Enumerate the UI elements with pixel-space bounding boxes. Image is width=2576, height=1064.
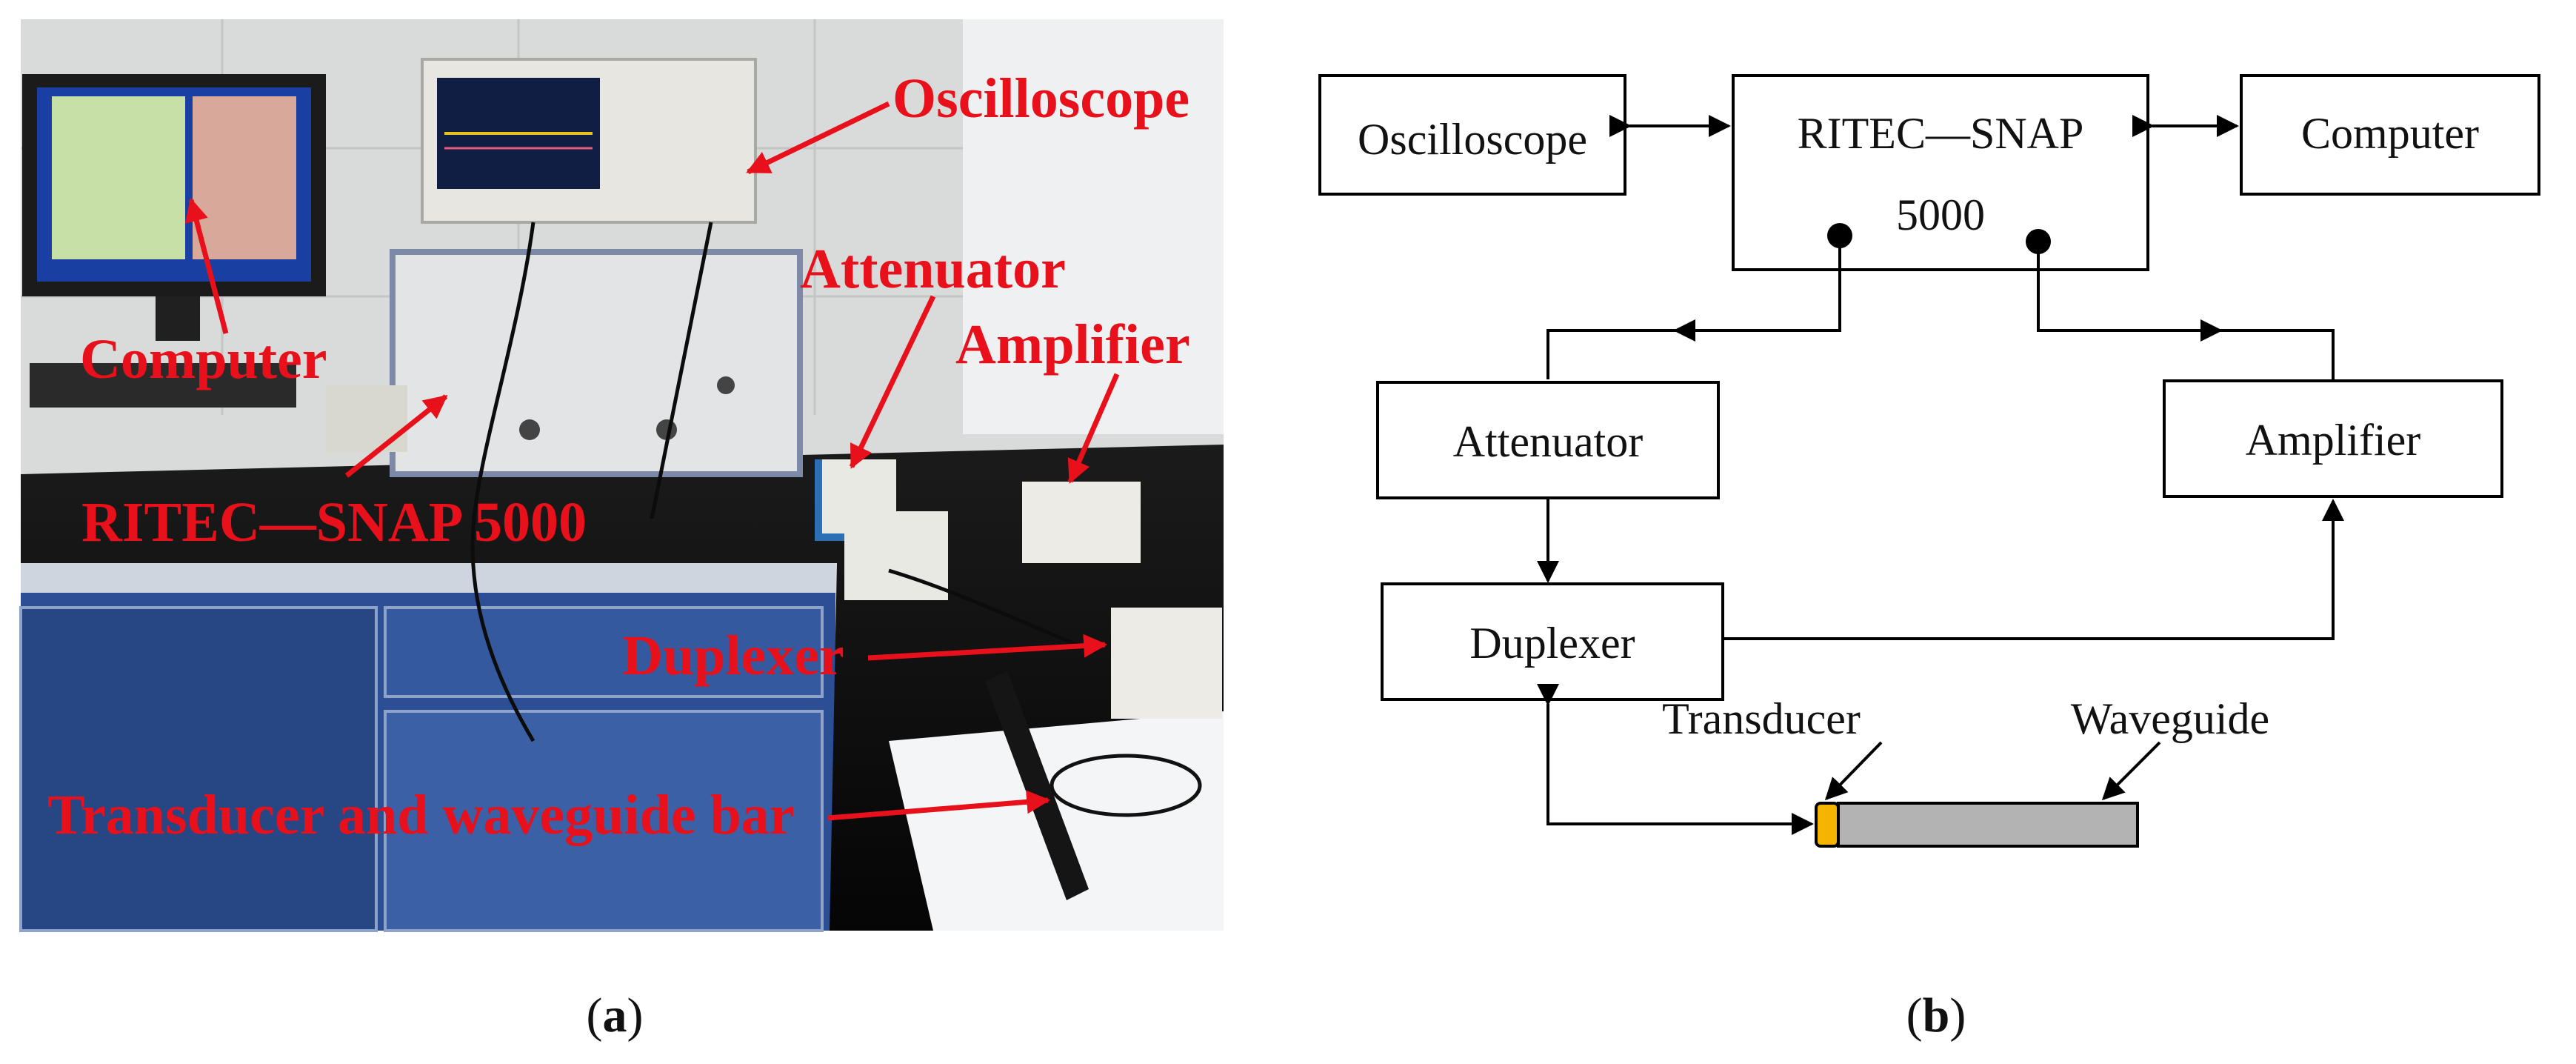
- block-diagram: Oscilloscope RITEC—SNAP 5000 Computer At…: [1318, 74, 2540, 848]
- box-amplifier: [2163, 379, 2503, 498]
- photo-panel: Oscilloscope Computer Attenuator Amplifi…: [19, 19, 1224, 932]
- box-oscilloscope: [1318, 74, 1626, 196]
- caption-b: (b): [1906, 988, 1966, 1043]
- wire-amplifier-ritec: [2037, 242, 2335, 379]
- transducer-element: [1815, 802, 1840, 848]
- label-transducer-bar: Transducer and waveguide bar: [47, 784, 795, 846]
- arrow-ritec: [344, 394, 448, 478]
- arrow-transducer-bar: [827, 790, 1051, 821]
- label-attenuator: Attenuator: [800, 238, 1066, 300]
- label-amplifier: Amplifier: [955, 313, 1190, 376]
- pointer-waveguide: [2101, 741, 2161, 801]
- box-attenuator-label: Attenuator: [1453, 417, 1644, 466]
- wire-duplexer-amplifier: [1723, 499, 2344, 640]
- arrow-oscilloscope: [746, 101, 890, 175]
- label-transducer: Transducer: [1662, 694, 1861, 743]
- box-amplifier-label: Amplifier: [2246, 416, 2421, 465]
- arrow-amplifier: [1067, 373, 1120, 484]
- box-ritec-label-line2: 5000: [1896, 190, 1985, 239]
- box-attenuator: [1376, 381, 1720, 499]
- wire-duplexer-transducer: [1537, 684, 1814, 835]
- box-ritec: [1732, 74, 2149, 271]
- box-duplexer: [1381, 582, 1724, 701]
- label-duplexer: Duplexer: [622, 625, 844, 687]
- box-computer: [2240, 74, 2540, 196]
- label-oscilloscope: Oscilloscope: [892, 67, 1189, 130]
- label-waveguide: Waveguide: [2071, 694, 2269, 743]
- label-computer: Computer: [80, 328, 327, 390]
- arrow-attenuator: [849, 295, 936, 469]
- box-oscilloscope-label: Oscilloscope: [1358, 115, 1587, 164]
- pointer-transducer: [1824, 741, 1883, 801]
- arrow-computer: [184, 197, 229, 334]
- box-ritec-label-line1: RITEC—SNAP: [1798, 109, 2084, 158]
- arrow-duplexer: [867, 634, 1108, 661]
- box-duplexer-label: Duplexer: [1469, 619, 1635, 668]
- waveguide-bar: [1837, 802, 2139, 848]
- box-computer-label: Computer: [2301, 109, 2479, 158]
- label-ritec: RITEC—SNAP 5000: [81, 491, 587, 553]
- caption-a: (a): [587, 988, 644, 1043]
